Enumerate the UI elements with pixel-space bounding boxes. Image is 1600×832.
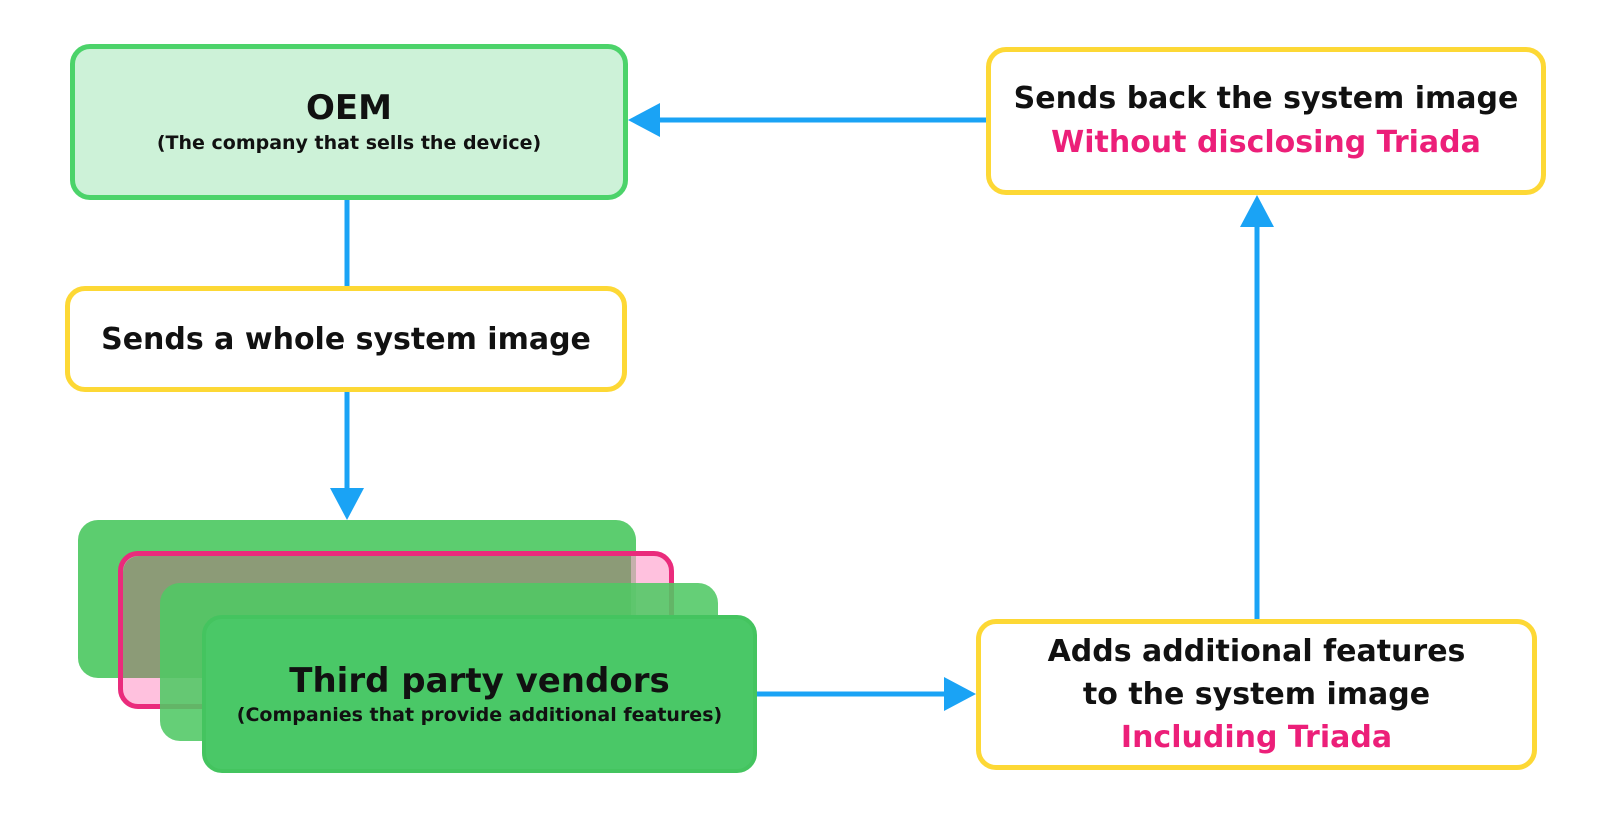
vendors-subtitle: (Companies that provide additional featu… <box>236 704 723 726</box>
oem-subtitle: (The company that sells the device) <box>156 132 542 154</box>
add-features-highlight: Including Triada <box>1120 720 1393 755</box>
arrow-return-to-oem-head <box>628 103 660 137</box>
add-features-step: Adds additional features to the system i… <box>976 619 1537 770</box>
arrow-vendors-to-adds-head <box>944 677 976 711</box>
send-system-image-label: Sends a whole system image <box>101 321 591 357</box>
send-back-line-1: Sends back the system image <box>1013 81 1519 116</box>
add-features-line-1: Adds additional features <box>1047 634 1466 669</box>
add-features-line-2: to the system image <box>1082 677 1431 712</box>
send-back-step: Sends back the system image Without disc… <box>986 47 1546 195</box>
arrow-send-to-vendors-head <box>330 488 364 520</box>
send-back-highlight: Without disclosing Triada <box>1051 125 1481 160</box>
vendors-title: Third party vendors <box>289 661 670 701</box>
oem-box: OEM (The company that sells the device) <box>70 44 628 200</box>
third-party-vendors-box: Third party vendors (Companies that prov… <box>202 615 757 773</box>
oem-title: OEM <box>306 88 392 128</box>
arrow-adds-to-return-head <box>1240 195 1274 227</box>
send-system-image-step: Sends a whole system image <box>65 286 627 392</box>
